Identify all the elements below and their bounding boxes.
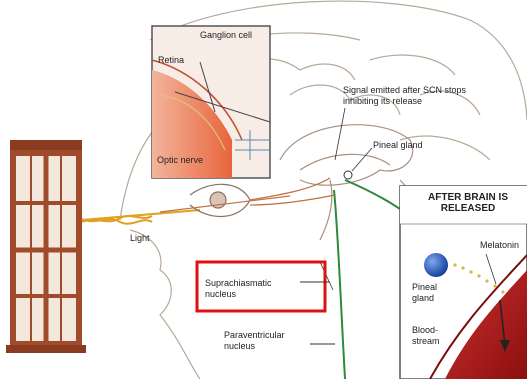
- scn-label: Suprachiasmatic nucleus: [205, 278, 303, 300]
- signal-label: Signal emitted after SCN stops inhibitin…: [343, 85, 475, 107]
- melatonin-label: Melatonin: [480, 240, 527, 251]
- inset-title: AFTER BRAIN IS RELEASED: [412, 192, 524, 214]
- pvn-label: Paraventricular nucleus: [224, 330, 314, 352]
- pineal-gland-label: Pineal gland: [373, 140, 423, 151]
- bloodstream-label: Blood-stream: [412, 325, 446, 347]
- eye: [190, 184, 250, 216]
- ganglion-cell-label: Ganglion cell: [196, 30, 256, 41]
- retina-label: Retina: [158, 55, 184, 66]
- light-ray: [82, 210, 200, 224]
- window-illustration: [6, 140, 86, 353]
- pineal-gland-marker: [344, 148, 372, 179]
- optic-nerve-label: Optic nerve: [157, 155, 203, 166]
- light-label: Light: [130, 233, 150, 244]
- pineal-gland-inset-label: Pineal gland: [412, 282, 446, 304]
